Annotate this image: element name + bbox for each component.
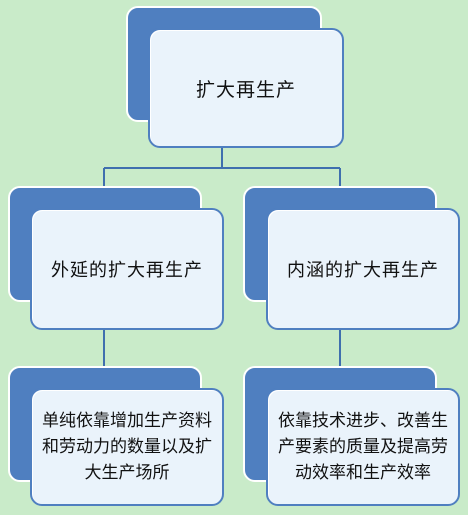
leaf-node-left-box: 单纯依靠增加生产资料和劳动力的数量以及扩大生产场所 [30,388,224,506]
leaf-node-right-box: 依靠技术进步、改善生产要素的质量及提高劳动效率和生产效率 [266,388,460,506]
branch-node-right-box: 内涵的扩大再生产 [266,208,460,330]
root-node-label: 扩大再生产 [195,78,296,101]
branch-node-right-label: 内涵的扩大再生产 [287,260,439,281]
leaf-node-left-text: 单纯依靠增加生产资料和劳动力的数量以及扩大生产场所 [42,411,212,483]
leaf-node-right-text: 依靠技术进步、改善生产要素的质量及提高劳动效率和生产效率 [278,411,448,483]
root-node-box: 扩大再生产 [148,28,344,148]
branch-node-left-box: 外延的扩大再生产 [30,208,224,330]
branch-node-left-label: 外延的扩大再生产 [51,260,203,281]
